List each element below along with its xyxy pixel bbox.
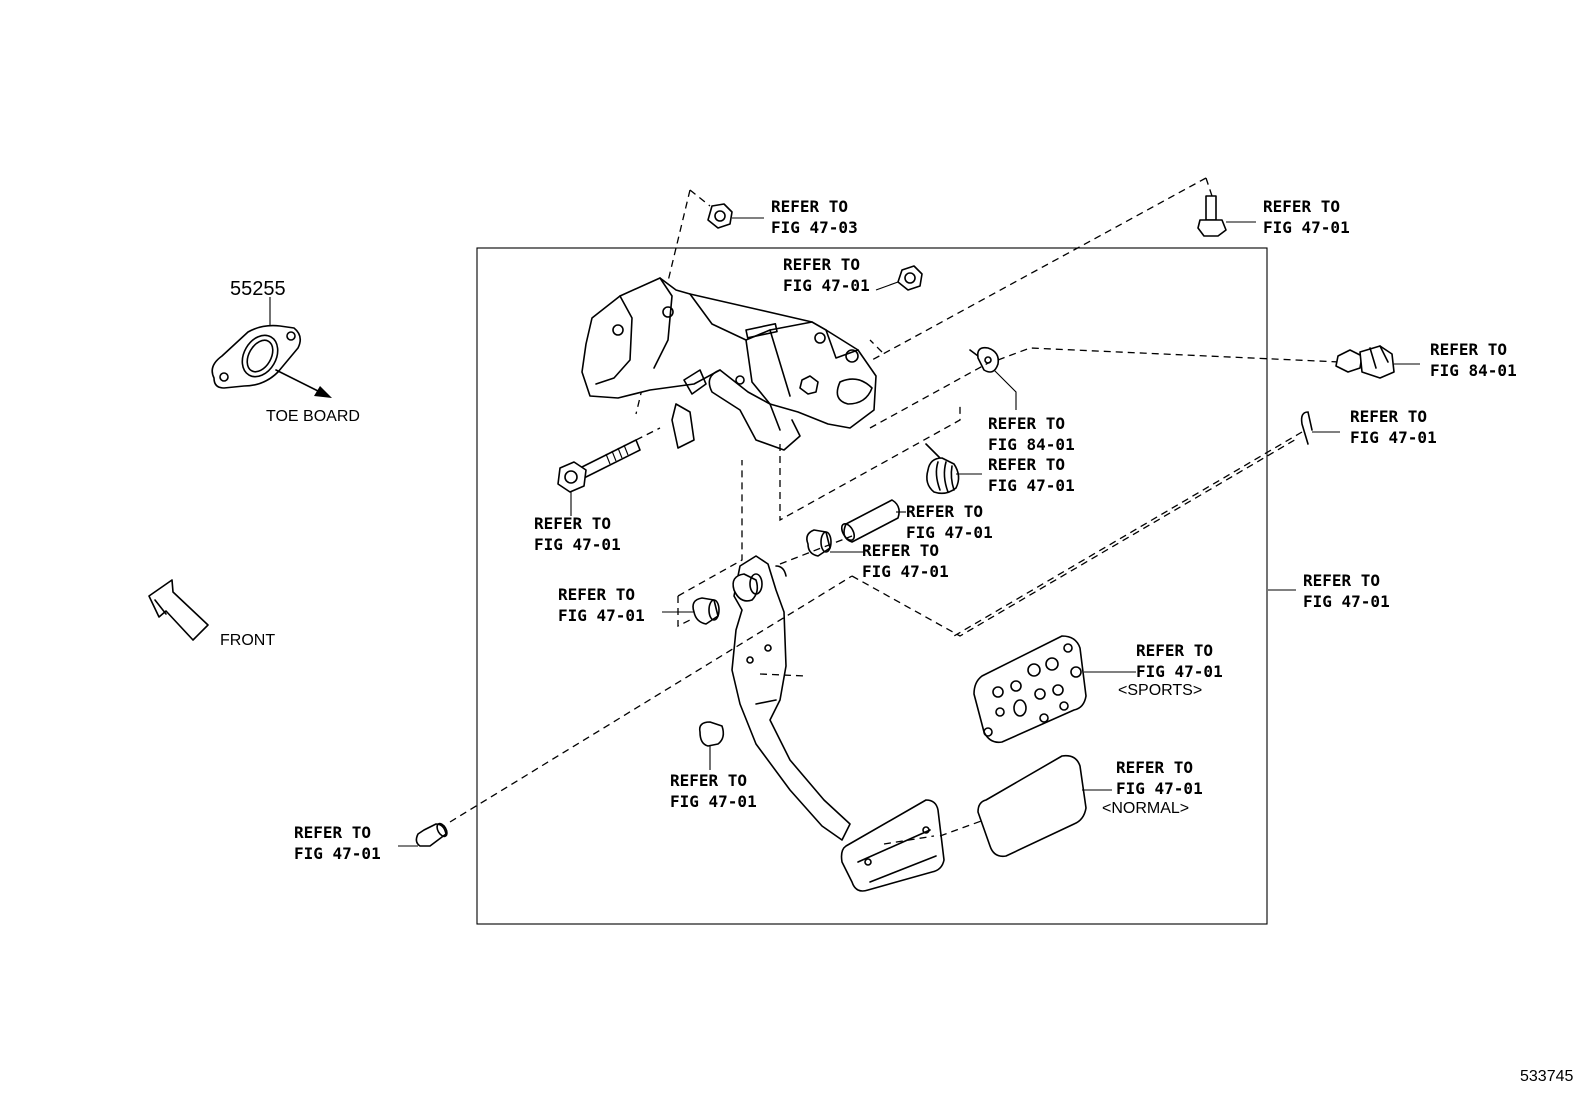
toe-board-label: TOE BOARD	[266, 408, 360, 425]
normal-pedal-pad[interactable]	[977, 754, 1112, 858]
nut-top-left[interactable]	[707, 203, 764, 229]
sports-variant-label: <SPORTS>	[1118, 682, 1203, 699]
pedal-stopper[interactable]	[698, 721, 725, 770]
return-spring[interactable]	[925, 443, 982, 495]
pedal-lever[interactable]	[731, 555, 851, 841]
front-arrow-icon	[148, 579, 209, 641]
pedal-collar[interactable]	[839, 499, 906, 543]
part-number-label: 55255	[230, 278, 286, 300]
switch-clip[interactable]	[969, 346, 1017, 410]
toe-board-gasket[interactable]	[211, 297, 332, 398]
sports-pedal-pad[interactable]	[973, 635, 1136, 744]
bushing-right[interactable]	[806, 529, 864, 557]
normal-variant-label: <NORMAL>	[1102, 800, 1190, 817]
clevis-pin[interactable]	[398, 822, 449, 847]
assembly-frame	[476, 247, 1268, 925]
pedal-pad[interactable]	[840, 799, 945, 892]
front-label: FRONT	[220, 632, 276, 649]
nut-center[interactable]	[875, 265, 923, 291]
pedal-bracket[interactable]	[581, 277, 877, 451]
pivot-bolt[interactable]	[557, 439, 641, 516]
retaining-clip[interactable]	[1300, 411, 1340, 445]
stop-lamp-switch[interactable]	[1335, 345, 1420, 379]
bushing-left[interactable]	[662, 597, 720, 625]
bolt-top-right[interactable]	[1197, 195, 1256, 237]
figure-id: 533745	[1520, 1068, 1574, 1085]
